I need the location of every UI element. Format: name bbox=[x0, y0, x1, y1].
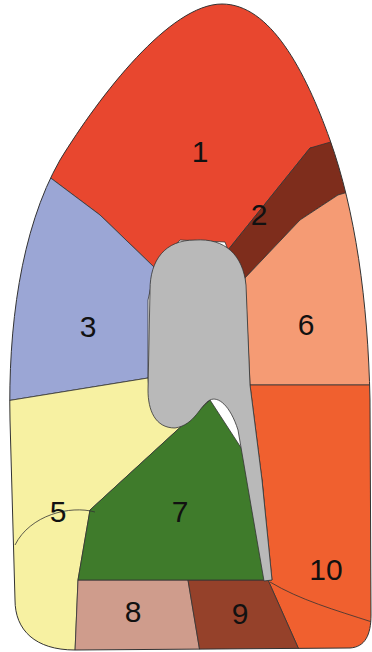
callout-number: 10 bbox=[309, 555, 342, 585]
segment-region bbox=[75, 580, 200, 652]
segment-region bbox=[0, 140, 155, 402]
callout-number: 2 bbox=[251, 200, 268, 230]
callout-number: 3 bbox=[80, 312, 97, 342]
lung-outline bbox=[10, 4, 371, 650]
callout-number: 6 bbox=[298, 310, 315, 340]
segment-region bbox=[245, 185, 372, 385]
callout-number: 8 bbox=[125, 597, 142, 627]
hilum-region bbox=[148, 240, 272, 581]
callout-number: 7 bbox=[172, 497, 189, 527]
subsegment-line bbox=[270, 582, 372, 622]
callout-number: 1 bbox=[192, 137, 209, 167]
callout-number: 9 bbox=[232, 599, 249, 629]
segment-region bbox=[188, 580, 300, 652]
callout-number: 5 bbox=[50, 497, 67, 527]
